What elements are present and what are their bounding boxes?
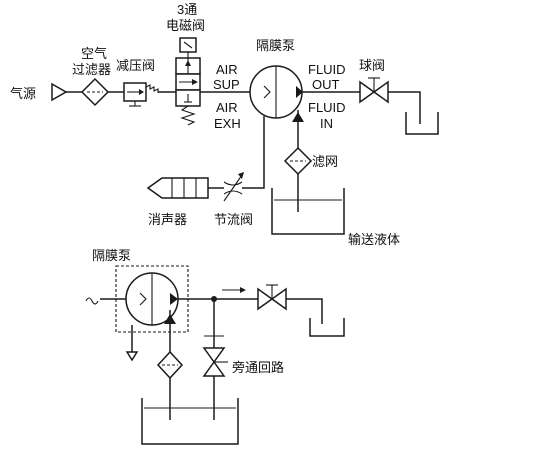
air-inlet-break	[85, 297, 99, 305]
label-liquid: 输送液体	[348, 232, 400, 247]
label-bypass: 旁通回路	[232, 360, 284, 375]
label-throttle: 节流阀	[214, 212, 253, 227]
label-strainer: 滤网	[312, 154, 338, 169]
label-ball-valve: 球阀	[359, 58, 385, 73]
label-air-filter-line2: 过滤器	[72, 62, 111, 77]
ball-valve-symbol-2	[257, 284, 287, 311]
solenoid-valve-symbol	[175, 37, 201, 126]
label-fluid-out-1: FLUID	[308, 62, 346, 77]
label-air-sup-2: SUP	[213, 77, 240, 92]
label-pump-bottom: 隔膜泵	[92, 248, 131, 263]
bypass-valve-symbol	[202, 347, 228, 377]
air-exhaust-line	[242, 116, 265, 189]
air-source-symbol	[51, 82, 68, 102]
exhaust-arrow	[125, 351, 139, 362]
outlet-container	[405, 112, 439, 135]
fluid-in-arrow	[292, 112, 304, 122]
throttle-valve-symbol	[223, 172, 244, 202]
strainer-symbol	[283, 146, 313, 176]
label-air-filter-line1: 空气	[81, 46, 107, 61]
outlet-pipe	[388, 91, 421, 124]
pressure-reducer-symbol	[123, 82, 159, 107]
label-fluid-in-1: FLUID	[308, 100, 346, 115]
strainer-symbol-2	[156, 350, 184, 380]
label-solenoid-line1: 3通	[177, 2, 197, 17]
label-pressure-reducer: 减压阀	[116, 58, 155, 73]
ball-valve-symbol	[359, 77, 389, 104]
label-air-source: 气源	[10, 86, 36, 101]
liquid-tank-2	[141, 398, 239, 445]
label-solenoid-line2: 电磁阀	[166, 18, 205, 33]
outlet-pipe-2	[286, 298, 323, 324]
label-air-exh-1: AIR	[216, 100, 238, 115]
diaphragm-pump-symbol	[249, 65, 303, 119]
muffler-symbol	[146, 177, 209, 199]
label-air-sup-1: AIR	[216, 62, 238, 77]
outlet-container-2	[309, 318, 345, 337]
label-fluid-in-2: IN	[320, 116, 333, 131]
label-air-exh-2: EXH	[214, 116, 241, 131]
label-muffler: 消声器	[148, 212, 187, 227]
diaphragm-pump-symbol-2	[125, 272, 179, 326]
label-fluid-out-2: OUT	[312, 77, 340, 92]
flow-arrow	[240, 287, 246, 293]
fluid-in-arrow-2	[164, 314, 176, 324]
label-pump-top: 隔膜泵	[256, 38, 295, 53]
liquid-tank	[271, 188, 345, 235]
air-filter-symbol	[80, 77, 110, 107]
